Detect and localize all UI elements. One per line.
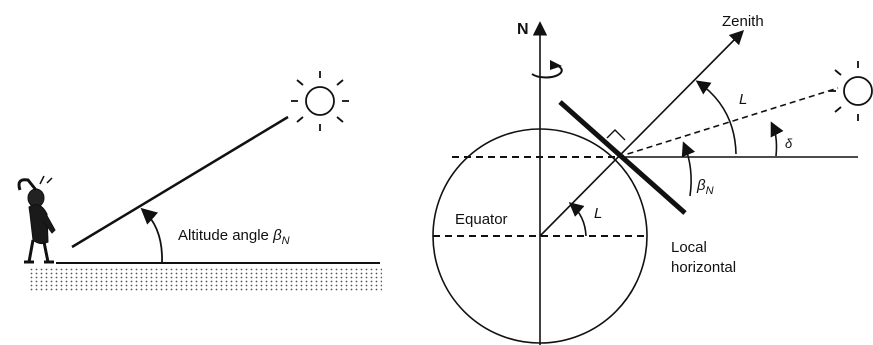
declination-angle-arc [770, 121, 784, 157]
earth-rotation-arrow-icon [531, 60, 563, 79]
altitude-angle-label: Altitude angle βN [178, 227, 290, 247]
right-angle-marker [606, 129, 626, 141]
altitude-angle-arc [140, 207, 163, 263]
latitude-label-center: L [594, 205, 602, 222]
north-label: N [517, 21, 529, 38]
local-horizontal-label: Local horizontal [671, 239, 736, 276]
equator-label: Equator [455, 211, 508, 228]
sun-icon [829, 61, 873, 121]
zenith-line [539, 29, 745, 237]
observer-figure-icon [17, 175, 56, 264]
sun-icon [291, 71, 349, 131]
ground-hatching [30, 268, 382, 292]
sun-ray-dashed [617, 87, 839, 158]
left-panel: Altitude angle βN [17, 71, 382, 292]
sun-ray-line [71, 115, 289, 249]
latitude-label-zenith: L [739, 91, 747, 108]
right-panel: N Zenith L [432, 13, 873, 345]
latitude-angle-arc-center [568, 202, 587, 237]
zenith-label: Zenith [722, 13, 764, 30]
local-horizontal-plane [558, 100, 687, 215]
beta-label: βN [696, 177, 714, 197]
latitude-angle-arc-zenith [695, 80, 737, 155]
declination-label: δ [785, 136, 793, 151]
beta-angle-arc [681, 141, 696, 197]
